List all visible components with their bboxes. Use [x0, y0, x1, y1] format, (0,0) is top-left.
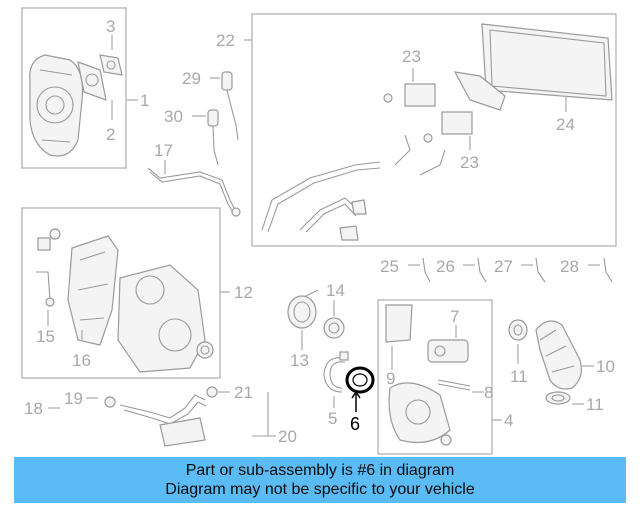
callout-7: 7	[450, 307, 459, 326]
callout-9: 9	[386, 369, 395, 388]
callout-6: 6	[350, 414, 360, 434]
callout-13: 13	[290, 351, 309, 370]
coolant-hoses	[261, 134, 446, 241]
cooler-part-24	[481, 23, 613, 101]
callout-14: 14	[326, 281, 345, 300]
callout-11-lower: 11	[586, 395, 604, 414]
callout-21: 21	[234, 383, 253, 402]
callout-1: 1	[140, 91, 149, 110]
turbo-housing-part	[29, 54, 84, 157]
clip-part-25	[422, 257, 431, 283]
seal-part-14	[323, 317, 345, 339]
callout-26: 26	[436, 257, 455, 276]
callout-25: 25	[380, 257, 399, 276]
callout-28: 28	[560, 257, 579, 276]
group-box-12	[21, 207, 221, 379]
clamp-part-13	[287, 289, 319, 329]
callout-29: 29	[182, 69, 201, 88]
callout-12: 12	[234, 283, 253, 302]
callout-30: 30	[164, 107, 183, 126]
group-box-1	[21, 7, 127, 169]
sensor-part-29	[221, 71, 239, 141]
heat-shield-part-16	[67, 235, 119, 346]
callout-18: 18	[24, 399, 43, 418]
callout-10: 10	[596, 357, 615, 376]
callout-4: 4	[504, 411, 513, 430]
converter-assembly	[117, 264, 214, 373]
banner-part-message: Part or sub-assembly is #6 in diagram	[185, 462, 455, 479]
clamp-part-5	[323, 351, 349, 393]
gasket-part-6	[345, 366, 375, 394]
gasket-part-3	[99, 54, 123, 76]
callout-11-upper: 11	[510, 367, 528, 386]
callout-23-upper: 23	[402, 47, 421, 66]
callout-15: 15	[36, 327, 55, 346]
bracket-part-9	[385, 304, 413, 343]
callout-16: 16	[72, 351, 91, 370]
parts-diagram: 1 2 3 4 5 6 7 8 9 10 11 11 12 13 14 15 1…	[21, 7, 617, 455]
hose-part-10	[535, 320, 582, 390]
elbow-assembly	[388, 382, 452, 446]
info-banner: Part or sub-assembly is #6 in diagram Di…	[14, 457, 626, 503]
pipe-part-17	[147, 167, 241, 217]
callout-17: 17	[154, 141, 173, 160]
seal-part-11-upper	[508, 319, 528, 341]
callout-19: 19	[64, 389, 83, 408]
sensor-part-30	[207, 109, 219, 166]
group-box-22	[251, 13, 617, 247]
callout-8: 8	[484, 383, 493, 402]
callout-23-lower: 23	[460, 153, 479, 172]
valve-part-7	[427, 339, 469, 363]
callout-24: 24	[556, 115, 575, 134]
clamp-part-11-lower	[545, 391, 571, 405]
clip-part-28	[603, 257, 613, 283]
bracket-parts-23	[383, 71, 506, 143]
gasket-part-2	[77, 61, 107, 101]
callout-22: 22	[216, 31, 235, 50]
callout-20: 20	[278, 427, 297, 446]
callout-2: 2	[106, 125, 115, 144]
callout-27: 27	[494, 257, 513, 276]
callout-3: 3	[106, 17, 115, 36]
bracket-part-15	[36, 228, 61, 307]
banner-disclaimer: Diagram may not be specific to your vehi…	[165, 481, 475, 498]
pipe-assembly-20	[104, 386, 218, 447]
clip-part-26	[477, 257, 487, 283]
callout-5: 5	[328, 409, 337, 428]
clip-part-27	[535, 257, 546, 283]
group-box-4	[377, 299, 493, 455]
pipe-part-8	[437, 379, 471, 391]
